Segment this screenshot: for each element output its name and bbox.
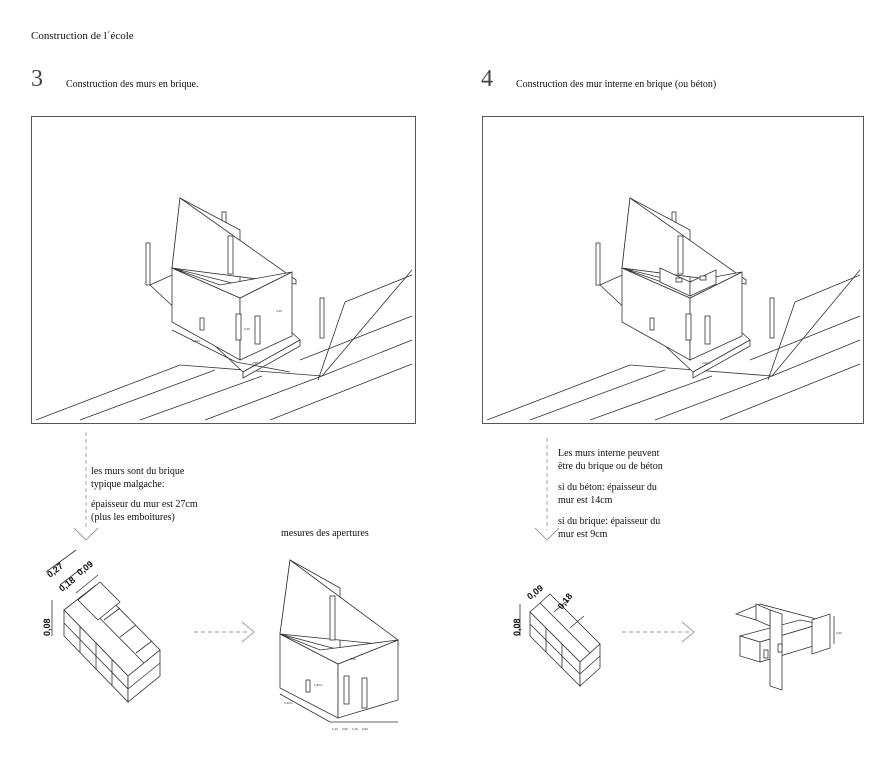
- brick-left-dim-side: 0,08: [42, 618, 52, 636]
- note-right-line1: Les murs interne peuvent: [558, 448, 660, 459]
- step-3-number: 3: [31, 66, 43, 92]
- platform-edge-3: [242, 339, 301, 379]
- apert-dim-length: 4,40m: [284, 701, 293, 705]
- step-4-house-drawing: 2,50m: [486, 197, 861, 421]
- note-left-line1: les murs sont du brique: [91, 466, 185, 477]
- dim-3-length: 4,40m: [192, 339, 201, 343]
- note-right-line3: si du béton: épaisseur du: [558, 482, 657, 493]
- brick-right-dim-top: 0,09: [525, 583, 545, 602]
- brick-right-dim-side: 0,08: [512, 618, 522, 636]
- apert-dim-3: 1,60: [352, 727, 358, 731]
- note-left-line2: typique malgache:: [91, 479, 165, 490]
- dim-3-width: 2,50m: [252, 361, 261, 365]
- note-right-line5: si du brique: épaisseur du: [558, 516, 661, 527]
- apert-dim-2: 0,90: [342, 727, 348, 731]
- brick-stack-right: 0,09 0,18 0,08: [512, 583, 601, 687]
- arrow-right-left: [194, 621, 255, 643]
- apert-dim-1: 1,20: [332, 727, 338, 731]
- apertures-label: mesures des apertures: [281, 528, 369, 539]
- brick-left-dim-top: 0,27: [45, 561, 65, 580]
- step-4-number: 4: [481, 66, 493, 92]
- step-3-house-drawing: 4,40m 2,50m 6,20 4,45: [35, 197, 413, 421]
- note-right-line4: mur est 14cm: [558, 495, 613, 506]
- note-right-line6: mur est 9cm: [558, 529, 608, 540]
- brick-stack-left: 0,27 0,18 0,09 0,08: [42, 549, 161, 703]
- brick-left-dim-mid: 0,18: [57, 575, 77, 594]
- dim-3-height: 6,20: [244, 327, 250, 331]
- note-left-line4: (plus les emboitures): [91, 512, 175, 523]
- apertures-house-drawing: 4,40m 1,80m 1,20 0,90 1,60 0,90 3,00: [279, 559, 399, 731]
- arrow-down-left: [73, 432, 99, 541]
- arrow-down-right: [534, 438, 560, 541]
- page-title: Construction de l´école: [31, 30, 134, 42]
- step-4-heading: Construction des mur interne en brique (…: [516, 79, 717, 90]
- apert-dim-door: 1,80m: [314, 683, 323, 687]
- note-left-line3: épaisseur du mur est 27cm: [91, 499, 198, 510]
- brick-right-dim-right: 0,18: [556, 591, 575, 611]
- step-3-heading: Construction des murs en brique.: [66, 79, 199, 90]
- ground-strips-3: [35, 269, 413, 421]
- apert-dim-4: 0,90: [362, 727, 368, 731]
- apert-dim-window: 3,00: [350, 657, 356, 661]
- dim-4-width: 2,50m: [702, 361, 711, 365]
- dim-3-side: 4,45: [276, 309, 282, 313]
- brick-left-dim-right: 0,09: [75, 559, 95, 578]
- note-right-line2: être du brique ou de béton: [558, 461, 663, 472]
- arrow-right-right: [622, 621, 695, 643]
- internal-dim-height: 3,00: [836, 631, 842, 635]
- internal-walls-drawing: 3,00: [734, 603, 842, 691]
